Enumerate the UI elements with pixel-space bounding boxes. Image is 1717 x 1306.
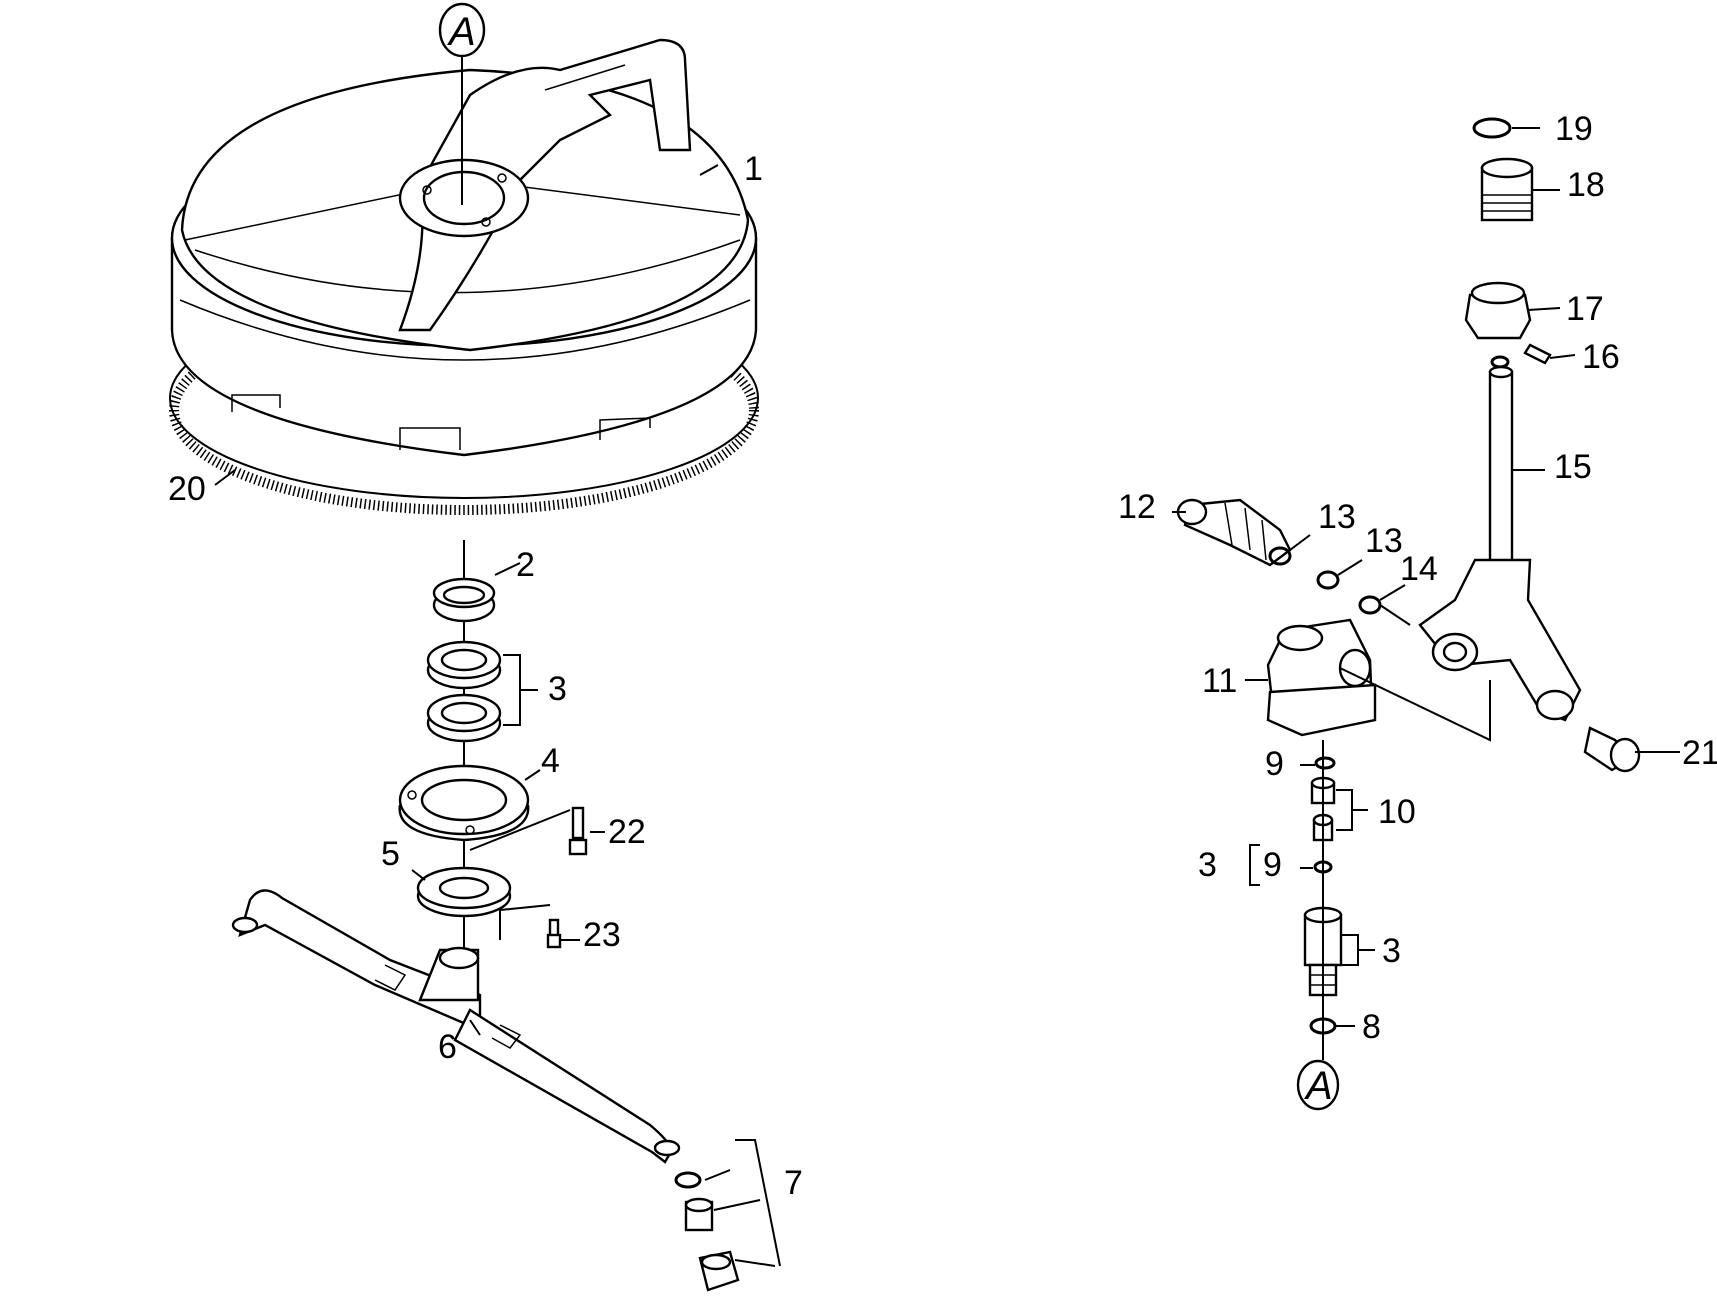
cap-part [1464, 281, 1532, 340]
callout-18: 18 [1567, 166, 1605, 204]
nozzle-kit-part [674, 1139, 781, 1292]
housing-cover-part [170, 38, 758, 457]
screw-part-23 [546, 918, 562, 949]
connector-a-top-label: A [447, 10, 476, 54]
o-ring-part-13b [1316, 570, 1340, 590]
callout-13a: 13 [1318, 498, 1356, 536]
callout-22: 22 [608, 813, 646, 851]
threaded-fitting-part [1480, 157, 1534, 222]
seal-ring-part [432, 577, 496, 623]
callout-13b: 13 [1365, 522, 1403, 560]
o-ring-part-19 [1472, 117, 1512, 139]
callout-17: 17 [1566, 290, 1604, 328]
pin-part [1523, 343, 1552, 365]
callout-19: 19 [1555, 110, 1593, 148]
o-ring-part-14 [1358, 595, 1382, 615]
connector-a-bottom: A [1296, 1059, 1340, 1111]
bearing-plate-part [398, 764, 530, 842]
o-ring-part-9a [1314, 756, 1336, 770]
callout-12: 12 [1118, 488, 1156, 526]
callout-9-upper: 9 [1265, 745, 1284, 783]
t-body-part [1418, 558, 1582, 722]
bearing-part-lower [426, 693, 502, 743]
screw-part-22 [568, 806, 588, 856]
callout-3-right-upper: 3 [1198, 846, 1217, 884]
plug-part [1583, 726, 1641, 773]
callout-16: 16 [1582, 338, 1620, 376]
callout-9-lower: 9 [1263, 846, 1282, 884]
callout-1: 1 [744, 150, 763, 188]
callout-3-left: 3 [548, 670, 567, 708]
callout-11: 11 [1202, 662, 1237, 700]
callout-10: 10 [1378, 793, 1416, 831]
connector-a-top: A [438, 2, 486, 205]
callout-21: 21 [1682, 734, 1717, 772]
bearing-part-upper [426, 640, 502, 690]
spray-arm-part [231, 889, 681, 1164]
valve-housing-part [1266, 618, 1377, 737]
callout-7: 7 [784, 1164, 803, 1202]
callout-8: 8 [1362, 1008, 1381, 1046]
callout-4: 4 [541, 742, 560, 780]
connector-a-bottom-label: A [1304, 1064, 1333, 1108]
callout-2: 2 [516, 546, 535, 584]
callout-15: 15 [1554, 448, 1592, 486]
callout-6: 6 [438, 1028, 457, 1066]
o-ring-part-13a [1268, 546, 1292, 566]
callout-5: 5 [381, 835, 400, 873]
tube-part [1488, 355, 1514, 564]
callout-3-right-lower: 3 [1382, 932, 1401, 970]
callout-23: 23 [583, 916, 621, 954]
lower-flange-part [416, 866, 512, 918]
callout-20: 20 [168, 470, 206, 508]
cartridge-part [1176, 498, 1292, 567]
callout-14: 14 [1400, 550, 1438, 588]
